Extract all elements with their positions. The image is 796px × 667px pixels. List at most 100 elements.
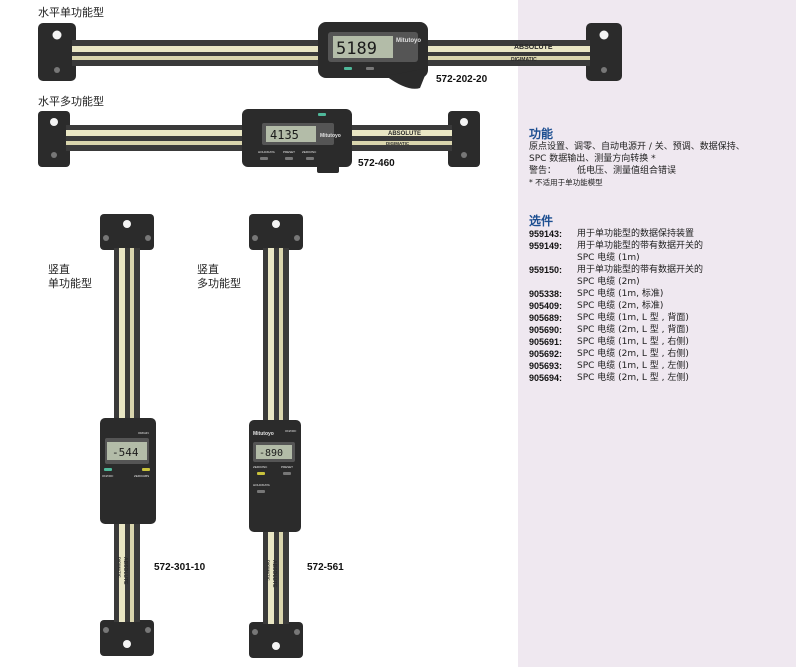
option-description: 用于单功能型的数据保持装置 xyxy=(577,229,695,239)
option-description: 用于单功能型的带有数据开关的 xyxy=(577,241,704,251)
origin-label: ORIGIN xyxy=(138,431,149,435)
option-code: 905693: xyxy=(529,361,563,371)
option-description: SPC 电缆 (2m, L 型 , 右侧) xyxy=(577,349,689,359)
zero-abs-button[interactable] xyxy=(366,67,374,70)
option-code: 905691: xyxy=(529,337,563,347)
on-off-button[interactable] xyxy=(104,468,112,471)
hold-data-label: HOLD/DATA xyxy=(253,483,270,487)
option-item: 905692: SPC 电缆 (2m, L 型 , 右侧) xyxy=(529,348,794,360)
option-code: 959149: xyxy=(529,241,563,251)
hold-data-button[interactable] xyxy=(257,490,265,493)
caption-line: 竖直 xyxy=(48,263,70,276)
option-code xyxy=(529,276,577,288)
option-item: SPC 电缆 (2m) xyxy=(529,276,794,288)
warning-text: 低电压、测量值组合错误 xyxy=(577,166,677,176)
caption-horizontal-single: 水平单功能型 xyxy=(38,6,104,19)
hold-data-button[interactable] xyxy=(260,157,268,160)
brand-label: Mitutoyo xyxy=(320,133,341,139)
origin-button[interactable] xyxy=(344,67,352,70)
horizontal-single-scale: 5189 Mitutoyo ABSOLUTE DIGIMATIC xyxy=(38,22,622,89)
option-code: 905338: xyxy=(529,289,563,299)
absolute-logo-text: ABSOLUTE xyxy=(271,560,277,588)
model-number-horizontal-single: 572-202-20 xyxy=(436,74,488,85)
option-description: SPC 电缆 (2m, L 型 , 左侧) xyxy=(577,373,689,383)
option-item: 905694: SPC 电缆 (2m, L 型 , 左侧) xyxy=(529,372,794,384)
preset-label: PRESET xyxy=(281,465,293,469)
lcd-readout: -890 xyxy=(259,448,283,459)
option-description: SPC 电缆 (2m) xyxy=(577,277,640,287)
absolute-logo-text: ABSOLUTE xyxy=(122,557,128,585)
option-description: SPC 电缆 (1m, 标准) xyxy=(577,289,664,299)
lcd-readout: -544 xyxy=(112,446,139,459)
option-code: 905694: xyxy=(529,373,563,383)
option-item: 905690: SPC 电缆 (2m, L 型 , 背面) xyxy=(529,324,794,336)
zero-inc-button[interactable] xyxy=(257,472,265,475)
option-code: 959150: xyxy=(529,265,563,275)
option-item: 905693: SPC 电缆 (1m, L 型 , 左侧) xyxy=(529,360,794,372)
model-number-vertical-multi: 572-561 xyxy=(307,562,344,573)
hold-data-label: HOLD/DATA xyxy=(258,150,275,154)
caption-line: 单功能型 xyxy=(48,277,92,290)
brand-label: Mitutoyo xyxy=(396,38,421,44)
functions-body: 原点设置、调零、自动电源开 / 关、预调、数据保持、 SPC 数据输出、测量方向… xyxy=(529,141,791,188)
brand-label: Mitutoyo xyxy=(253,431,274,437)
preset-button[interactable] xyxy=(285,157,293,160)
option-description: SPC 电缆 (1m, L 型 , 左侧) xyxy=(577,361,689,371)
option-item: 959143: 用于单功能型的数据保持装置 xyxy=(529,228,794,240)
warning-label: 警告： xyxy=(529,166,557,176)
zero-abs-button[interactable] xyxy=(142,468,150,471)
option-item: 905338: SPC 电缆 (1m, 标准) xyxy=(529,288,794,300)
preset-label: PRESET xyxy=(283,150,295,154)
option-description: SPC 电缆 (2m, L 型 , 背面) xyxy=(577,325,689,335)
lcd-readout: 5189 xyxy=(336,39,377,59)
option-description: SPC 电缆 (1m, L 型 , 背面) xyxy=(577,313,689,323)
horizontal-multi-scale: 4135 Mitutoyo HOLD/DATA PRESET ZERO/INC … xyxy=(38,109,480,173)
option-code: 905409: xyxy=(529,301,563,311)
option-code: 905690: xyxy=(529,325,563,335)
option-item: SPC 电缆 (1m) xyxy=(529,252,794,264)
functions-title: 功能 xyxy=(529,127,554,141)
footnote: * 不适用于单功能模型 xyxy=(529,178,603,187)
caption-vertical-multi: 竖直 多功能型 xyxy=(197,263,241,291)
options-list: 959143: 用于单功能型的数据保持装置 959149: 用于单功能型的带有数据开关… xyxy=(529,228,794,384)
model-number-horizontal-multi: 572-460 xyxy=(358,158,395,169)
option-item: 959149: 用于单功能型的带有数据开关的 xyxy=(529,240,794,252)
lcd-readout: 4135 xyxy=(270,128,299,142)
vertical-multi-scale: Mitutoyo ON/OFF -890 ZERO/INC PRESET HOL… xyxy=(249,214,303,658)
zero-abs-label: ZERO/ABS xyxy=(134,474,149,478)
digimatic-logo-text: DIGIMATIC xyxy=(386,141,410,146)
option-description: 用于单功能型的带有数据开关的 xyxy=(577,265,704,275)
on-off-label: ON/OFF xyxy=(102,474,113,478)
vertical-single-scale: -544 ON/OFF ZERO/ABS ORIGIN ABSOLUTE DIG… xyxy=(100,214,156,656)
warning-row: 警告： 低电压、测量值组合错误 xyxy=(529,165,791,177)
option-description: SPC 电缆 (2m, 标准) xyxy=(577,301,664,311)
absolute-logo-text: ABSOLUTE xyxy=(514,44,553,51)
option-description: SPC 电缆 (1m, L 型 , 右侧) xyxy=(577,337,689,347)
option-item: 905691: SPC 电缆 (1m, L 型 , 右侧) xyxy=(529,336,794,348)
functions-line: SPC 数据输出、测量方向转换 * xyxy=(529,154,656,164)
option-code: 905689: xyxy=(529,313,563,323)
model-number-vertical-single: 572-301-10 xyxy=(154,562,206,573)
preset-button[interactable] xyxy=(283,472,291,475)
caption-vertical-single: 竖直 单功能型 xyxy=(48,263,92,291)
digimatic-logo-text: DIGIMATIC xyxy=(266,560,271,581)
absolute-logo-text: ABSOLUTE xyxy=(388,131,421,137)
options-title: 选件 xyxy=(529,214,554,228)
option-item: 905409: SPC 电缆 (2m, 标准) xyxy=(529,300,794,312)
option-description: SPC 电缆 (1m) xyxy=(577,253,640,263)
zero-inc-label: ZERO/INC xyxy=(253,465,268,469)
option-item: 905689: SPC 电缆 (1m, L 型 , 背面) xyxy=(529,312,794,324)
caption-horizontal-multi: 水平多功能型 xyxy=(38,95,104,108)
digimatic-logo-text: DIGIMATIC xyxy=(511,57,537,63)
zero-inc-button[interactable] xyxy=(306,157,314,160)
caption-line: 竖直 xyxy=(197,263,219,276)
zero-inc-label: ZERO/INC xyxy=(302,150,317,154)
on-off-label: ON/OFF xyxy=(285,429,296,433)
option-code: 959143: xyxy=(529,229,563,239)
caption-line: 多功能型 xyxy=(197,277,241,290)
digimatic-logo-text: DIGIMATIC xyxy=(117,557,122,578)
option-code: 905692: xyxy=(529,349,563,359)
origin-button[interactable] xyxy=(318,113,326,116)
option-item: 959150: 用于单功能型的带有数据开关的 xyxy=(529,264,794,276)
functions-line: 原点设置、调零、自动电源开 / 关、预调、数据保持、 xyxy=(529,142,745,152)
